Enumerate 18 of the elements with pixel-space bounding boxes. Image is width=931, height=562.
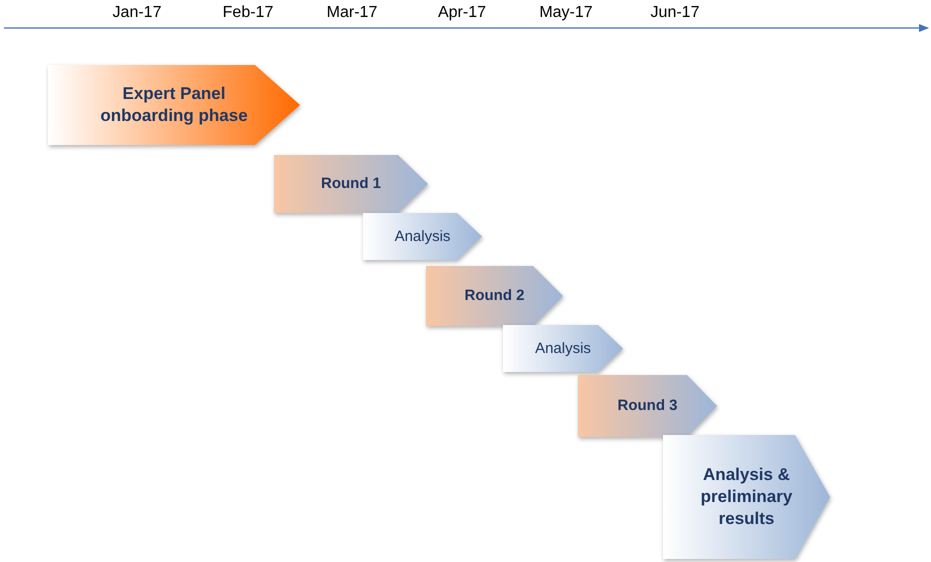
step-label: Analysis & preliminary results (700, 464, 794, 530)
month-label: Jun-17 (650, 4, 700, 22)
step-label: Round 1 (320, 174, 382, 194)
month-label: Mar-17 (326, 4, 378, 22)
chevron-step (426, 266, 563, 326)
month-label: Feb-17 (222, 4, 274, 22)
step-label: Round 3 (616, 396, 678, 416)
chevron-step (503, 325, 623, 372)
chevron-step (663, 435, 830, 559)
month-label: Apr-17 (438, 4, 486, 22)
month-label: May-17 (539, 4, 593, 22)
step-label: Analysis (534, 338, 592, 358)
step-label: Round 2 (464, 286, 526, 306)
step-label: Analysis (394, 226, 452, 246)
step-label: Expert Panel onboarding phase (99, 83, 249, 128)
chevron-step (274, 155, 428, 213)
chevron-step (578, 375, 717, 437)
month-label: Jan-17 (112, 4, 162, 22)
